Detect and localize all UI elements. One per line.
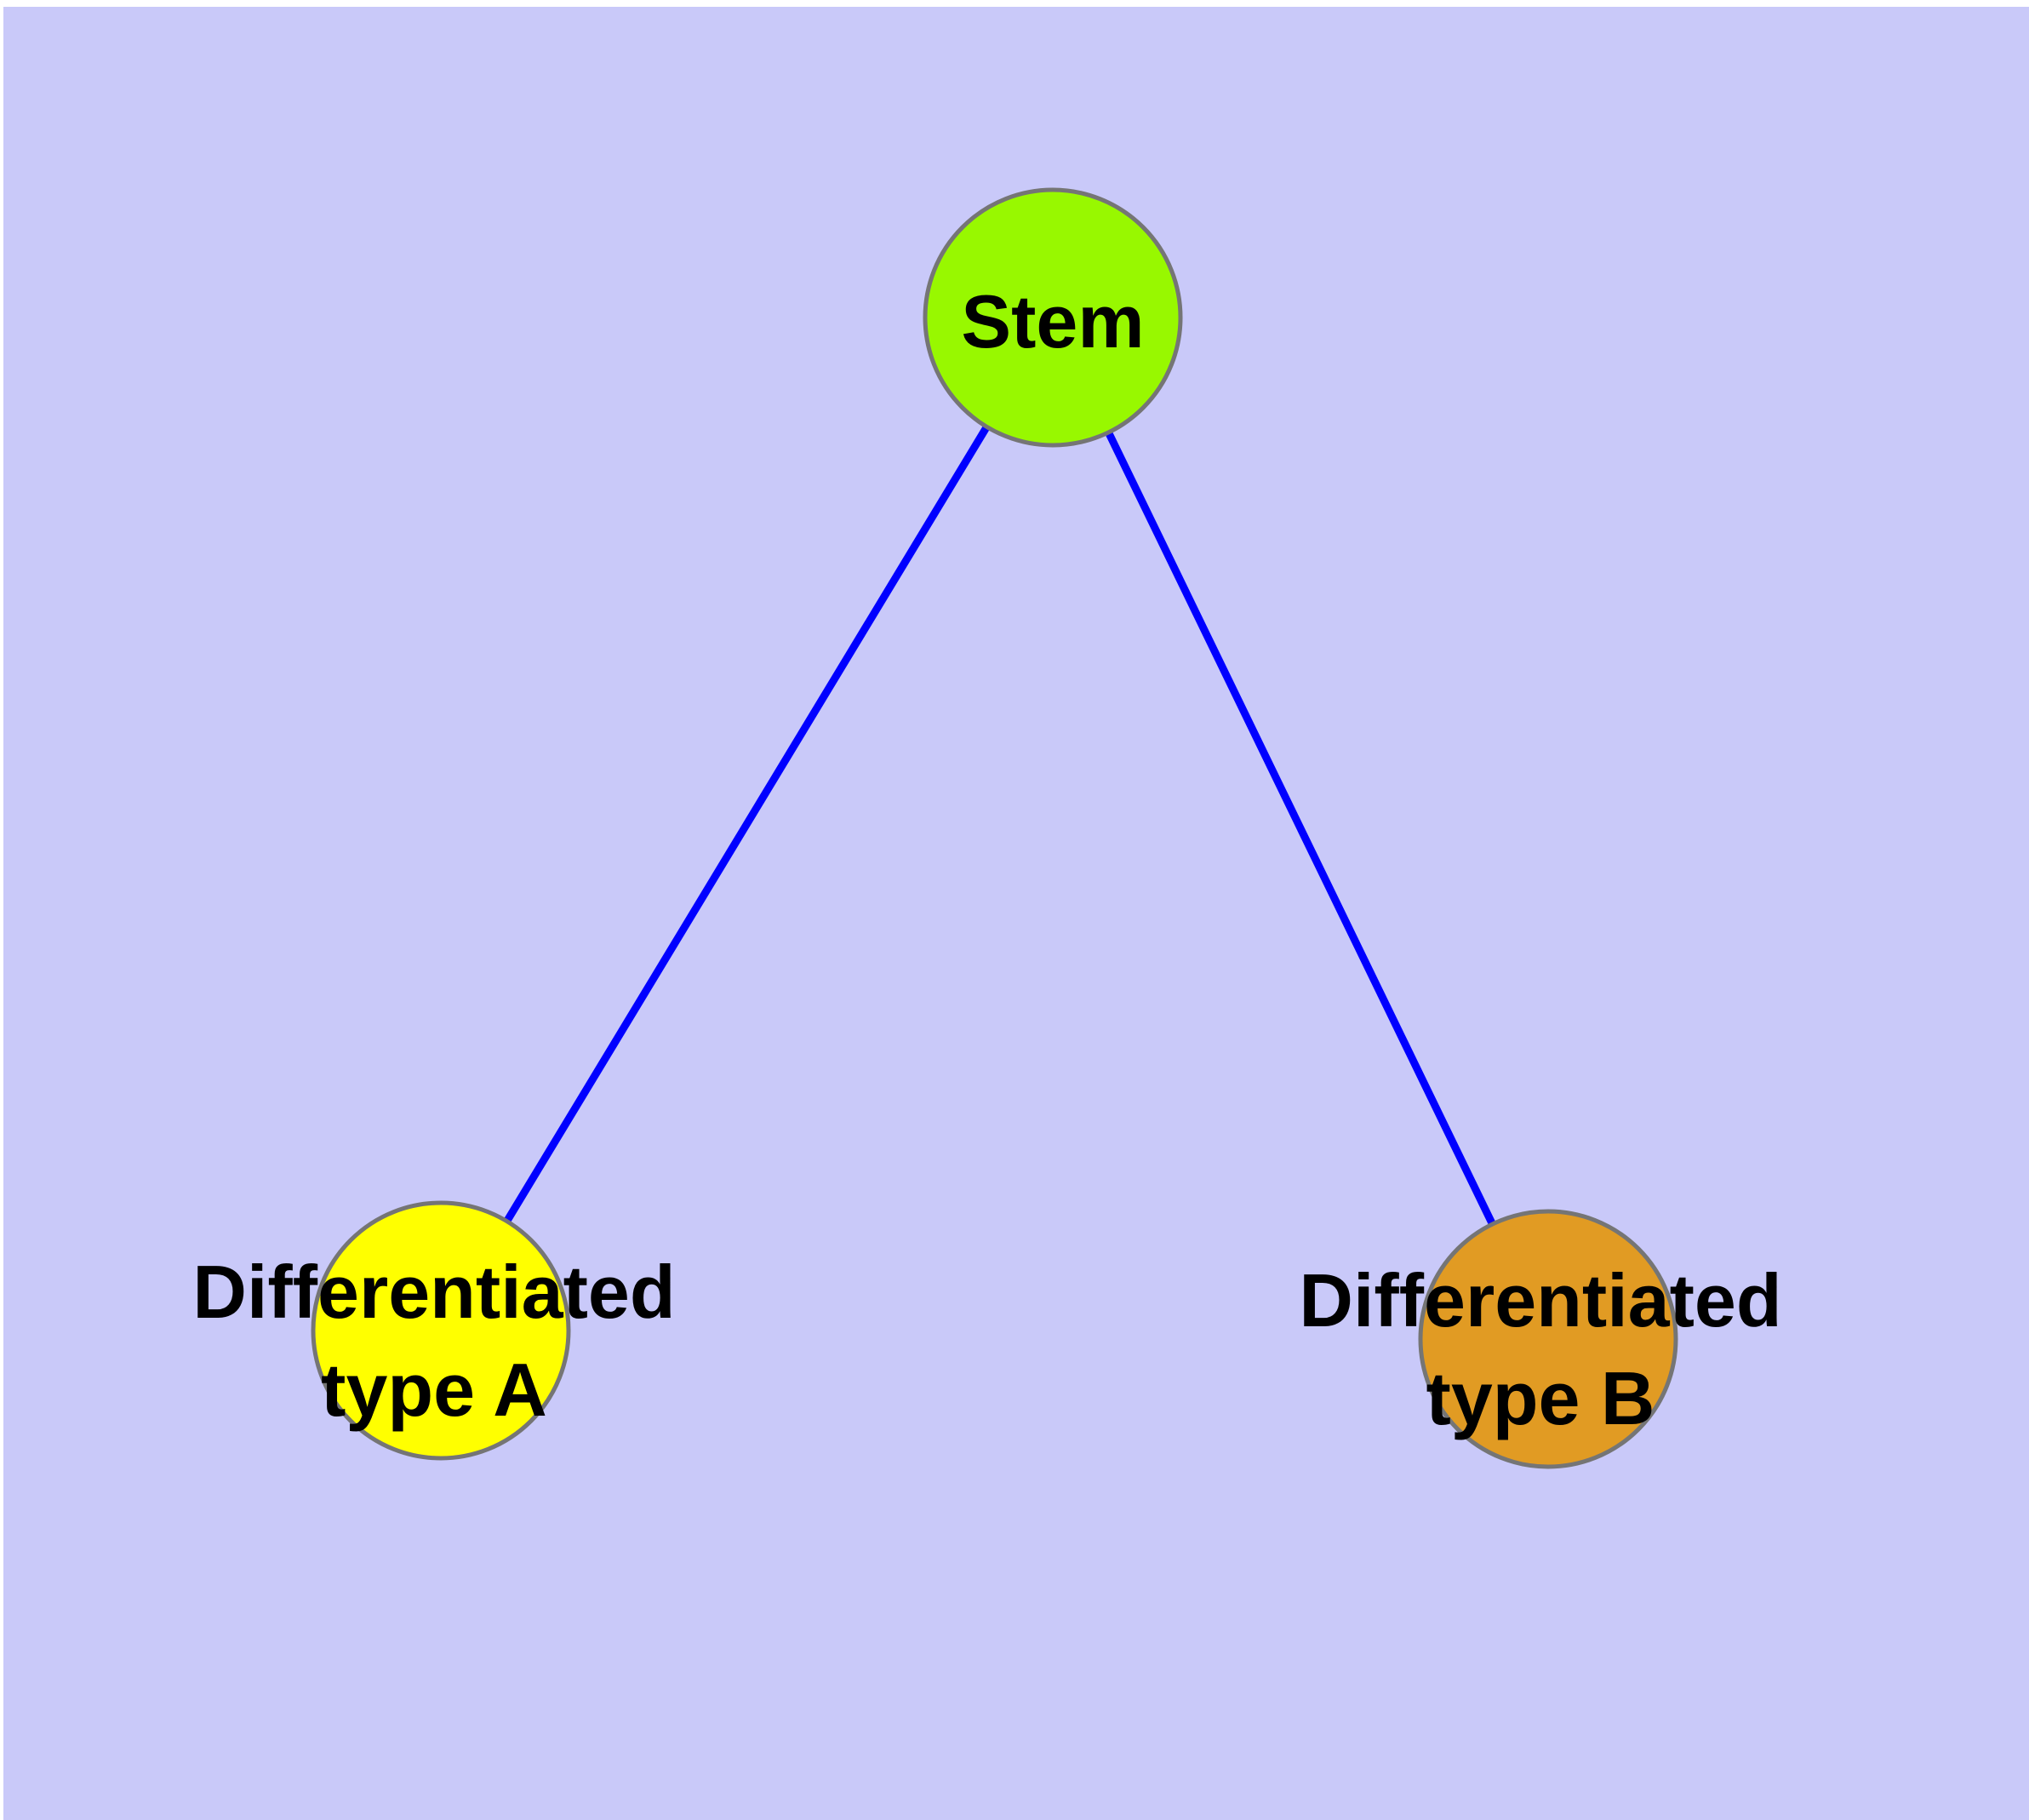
node-stem-label: Stem [961, 279, 1144, 363]
edge-stem-to-type-a [437, 315, 1056, 1333]
node-type-b-label-line1: Differentiated [1299, 1258, 1781, 1342]
edge-stem-to-type-b [1049, 316, 1552, 1341]
node-type-a-label-line1: Differentiated [192, 1250, 675, 1334]
node-differentiated-type-b [1418, 1209, 1678, 1469]
node-stem [923, 187, 1183, 448]
node-type-a-label-line2: type A [321, 1348, 547, 1432]
node-differentiated-type-a [311, 1200, 571, 1461]
node-type-b-label-line2: type B [1426, 1356, 1655, 1440]
